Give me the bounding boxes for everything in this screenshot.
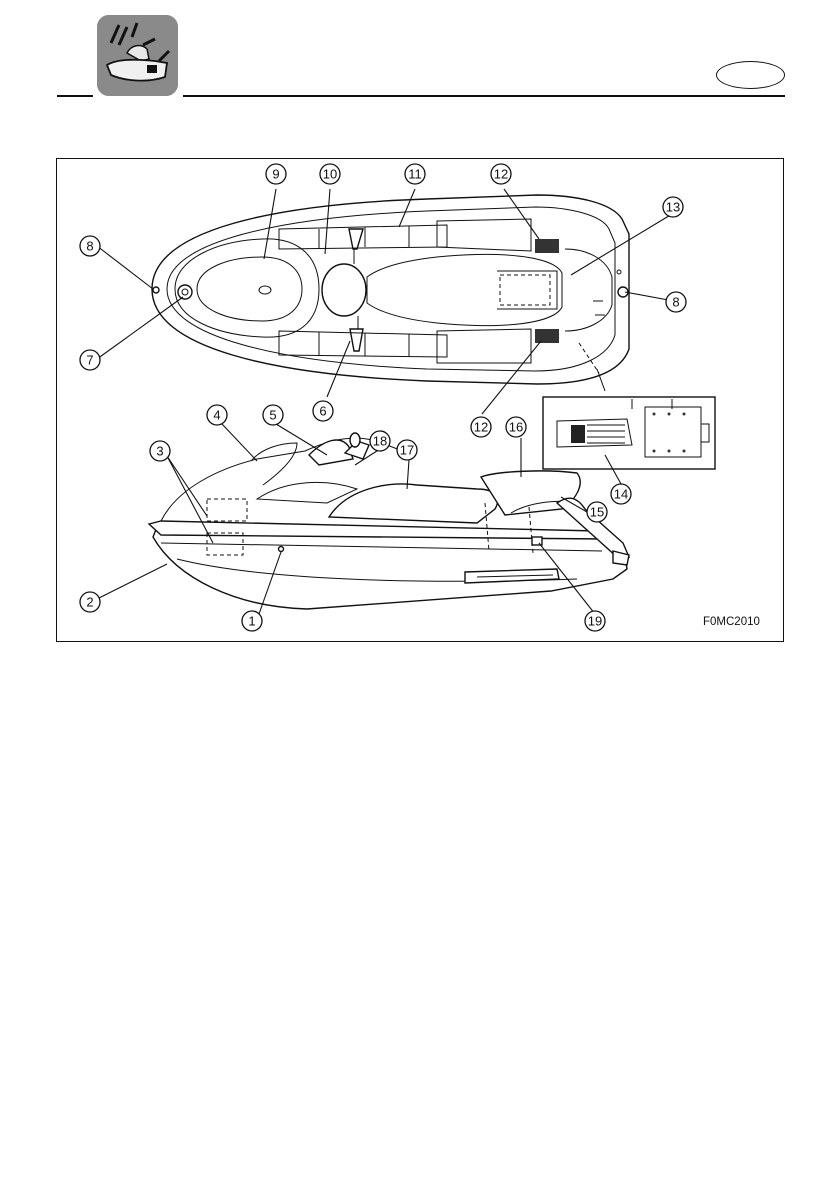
jet-ski-section-icon: [97, 15, 178, 96]
header-rule-left: [57, 95, 93, 97]
svg-text:2: 2: [86, 595, 93, 610]
callout-17: 17: [397, 440, 417, 460]
callout-7: 7: [80, 350, 100, 370]
svg-text:17: 17: [400, 443, 414, 458]
svg-text:10: 10: [323, 167, 337, 182]
svg-text:8: 8: [672, 295, 679, 310]
callout-1: 1: [242, 611, 262, 631]
callout-9: 9: [266, 164, 286, 184]
location-of-parts-figure: 1 2 3 4 5 6 7 8 8 9 10 11 12 12 13 14 15…: [56, 158, 784, 642]
svg-text:9: 9: [272, 167, 279, 182]
svg-text:5: 5: [269, 408, 276, 423]
callout-12-top: 12: [491, 164, 511, 184]
svg-text:12: 12: [474, 420, 488, 435]
callout-10: 10: [320, 164, 340, 184]
figure-code: F0MC2010: [703, 616, 760, 628]
callout-5: 5: [263, 405, 283, 425]
callout-6: 6: [313, 401, 333, 421]
callout-18: 18: [370, 431, 390, 451]
callout-2: 2: [80, 592, 100, 612]
svg-text:13: 13: [666, 200, 680, 215]
callout-8-front: 8: [80, 236, 100, 256]
callout-12-bottom: 12: [471, 417, 491, 437]
callout-19: 19: [585, 611, 605, 631]
svg-text:19: 19: [588, 614, 602, 629]
top-view-craft: [152, 195, 629, 391]
callout-15: 15: [587, 502, 607, 522]
callout-11: 11: [405, 164, 425, 184]
svg-text:7: 7: [86, 353, 93, 368]
callout-3: 3: [150, 441, 170, 461]
svg-text:12: 12: [494, 167, 508, 182]
language-tab-oval: [716, 61, 785, 89]
svg-text:15: 15: [590, 505, 604, 520]
svg-text:6: 6: [319, 404, 326, 419]
callout-8-rear: 8: [666, 292, 686, 312]
inset-detail-panel: [543, 397, 715, 469]
svg-text:8: 8: [86, 239, 93, 254]
watercraft-diagram: 1 2 3 4 5 6 7 8 8 9 10 11 12 12 13 14 15…: [57, 159, 785, 643]
svg-text:1: 1: [248, 614, 255, 629]
jet-ski-rider-icon: [97, 15, 178, 96]
svg-text:14: 14: [614, 487, 628, 502]
svg-text:3: 3: [156, 444, 163, 459]
svg-text:4: 4: [213, 408, 220, 423]
header-rule-right: [183, 95, 785, 97]
svg-text:11: 11: [408, 167, 422, 182]
svg-text:18: 18: [373, 434, 387, 449]
svg-text:16: 16: [509, 420, 523, 435]
callout-4: 4: [207, 405, 227, 425]
callout-13: 13: [663, 197, 683, 217]
callout-16: 16: [506, 417, 526, 437]
callout-14: 14: [611, 484, 631, 504]
